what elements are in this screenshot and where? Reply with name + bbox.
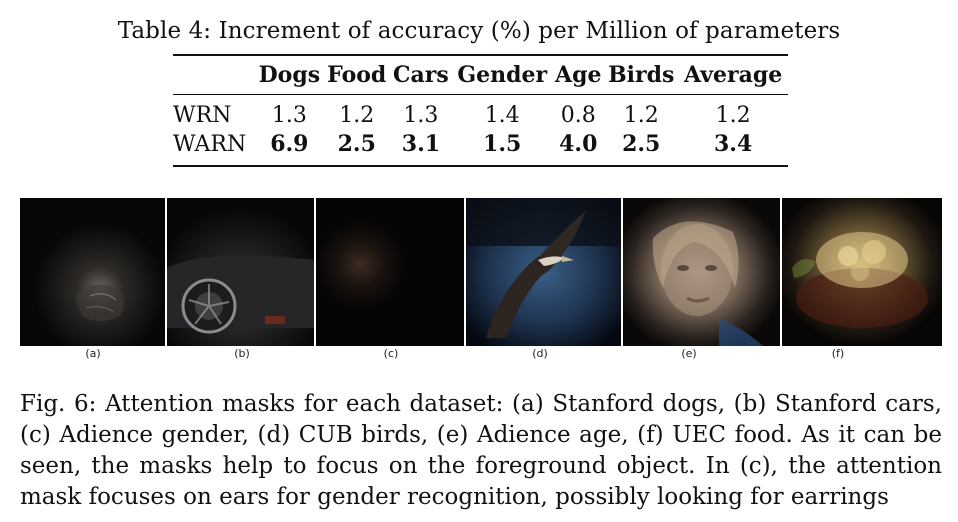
- mask-image-dogs: [20, 198, 165, 346]
- header-cell-empty: [173, 55, 255, 95]
- table-cell: 3.1: [401, 131, 441, 157]
- mask-image-cars: [167, 198, 314, 346]
- row-label: WRN: [173, 103, 232, 128]
- subfigure-label-e: (e): [681, 347, 697, 360]
- mask-image-gender: [316, 198, 464, 346]
- results-table: Dogs Food Cars Gender Age Birds Average …: [173, 54, 788, 167]
- subfigure-label-c: (c): [383, 347, 399, 360]
- table-cell: 1.3: [271, 103, 307, 128]
- table-cell: 1.5: [483, 131, 522, 157]
- table-cell: 2.5: [622, 131, 661, 157]
- figure-caption: Fig. 6: Attention masks for each dataset…: [20, 391, 942, 510]
- table-cell: 1.2: [339, 103, 375, 128]
- mask-image-food: [782, 198, 942, 346]
- attention-mask-strip: [20, 198, 942, 346]
- header-cell-gender: Gender: [452, 55, 553, 95]
- header-cell-cars: Cars: [389, 55, 453, 95]
- header-cell-dogs: Dogs: [255, 55, 324, 95]
- table-row-warn: WARN 6.9 2.5 3.1 1.5 4.0 2.5 3.4: [173, 130, 788, 166]
- header-cell-food: Food: [323, 55, 390, 95]
- subfigure-label-b: (b): [234, 347, 250, 360]
- table-cell: 3.4: [713, 131, 753, 157]
- table-cell: 0.8: [560, 103, 596, 128]
- table-cell: 6.9: [270, 131, 309, 157]
- row-label: WARN: [173, 132, 247, 157]
- table-caption: Table 4: Increment of accuracy (%) per M…: [117, 18, 841, 44]
- header-cell-birds: Birds: [604, 55, 679, 95]
- header-cell-age: Age: [552, 55, 605, 95]
- table-cell: 1.2: [715, 103, 751, 128]
- header-cell-average: Average: [678, 55, 788, 95]
- mask-image-age: [623, 198, 780, 346]
- table-cell: 4.0: [559, 131, 598, 157]
- table-header-row: Dogs Food Cars Gender Age Birds Average: [173, 55, 788, 95]
- table-cell: 2.5: [337, 131, 376, 157]
- table-cell: 1.4: [484, 103, 520, 128]
- subfigure-label-d: (d): [532, 347, 548, 360]
- subfigure-label-f: (f): [831, 347, 845, 360]
- table-row-wrn: WRN 1.3 1.2 1.3 1.4 0.8 1.2 1.2: [173, 95, 788, 131]
- table-cell: 1.2: [623, 103, 659, 128]
- mask-image-birds: [466, 198, 621, 346]
- table-cell: 1.3: [403, 103, 439, 128]
- subfigure-label-a: (a): [85, 347, 101, 360]
